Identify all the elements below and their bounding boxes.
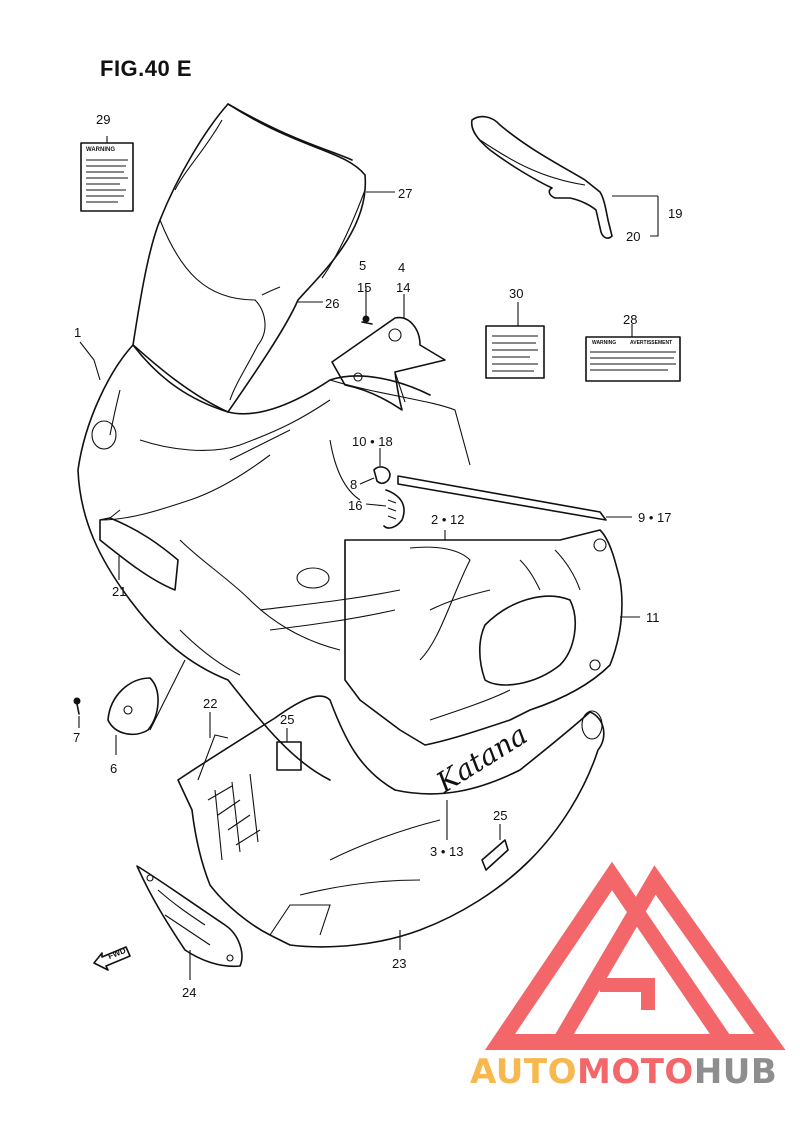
leader-lines bbox=[78, 136, 659, 980]
callout-22: 22 bbox=[203, 696, 218, 711]
callout-5: 5 bbox=[359, 258, 367, 273]
windscreen-part bbox=[132, 103, 367, 413]
clip-8-icon bbox=[373, 466, 391, 484]
callout-2-12: 2 • 12 bbox=[431, 512, 465, 527]
warning-28-text: WARNING bbox=[592, 340, 617, 346]
callout-4: 4 bbox=[398, 260, 406, 275]
callout-25-left: 25 bbox=[280, 712, 295, 727]
watermark-logo-icon bbox=[484, 861, 786, 1050]
avertissement-28-text: AVERTISSEMENT bbox=[630, 340, 673, 346]
warning-29-text: WARNING bbox=[86, 147, 115, 153]
watermark-part-3: HUB bbox=[693, 1052, 778, 1092]
callout-1: 1 bbox=[74, 325, 82, 340]
watermark-part-1: AUTO bbox=[470, 1052, 577, 1092]
lower-grille-part bbox=[136, 865, 243, 968]
inner-bracket-part bbox=[331, 316, 446, 411]
callout-21: 21 bbox=[112, 584, 127, 599]
callout-26: 26 bbox=[325, 296, 340, 311]
callout-25-right: 25 bbox=[493, 808, 508, 823]
callout-19: 19 bbox=[668, 206, 683, 221]
callout-24: 24 bbox=[182, 985, 197, 1000]
screw-7-icon bbox=[73, 697, 81, 715]
label-30-part bbox=[485, 325, 545, 379]
seal-strip-part bbox=[397, 475, 607, 521]
callout-14: 14 bbox=[396, 280, 411, 295]
watermark-text: AUTOMOTOHUB bbox=[470, 1052, 777, 1092]
callout-8: 8 bbox=[350, 477, 358, 492]
label-25b-part bbox=[481, 839, 509, 871]
callout-27: 27 bbox=[398, 186, 413, 201]
callout-28: 28 bbox=[623, 312, 638, 327]
bracket-19-part bbox=[470, 115, 613, 239]
upper-fairing-part bbox=[77, 344, 431, 781]
callout-11: 11 bbox=[646, 610, 660, 625]
callout-23: 23 bbox=[392, 956, 407, 971]
cover-disc-part bbox=[107, 677, 159, 736]
callout-16: 16 bbox=[348, 498, 363, 513]
callout-29: 29 bbox=[96, 112, 111, 127]
callout-7: 7 bbox=[73, 730, 81, 745]
callout-3-13: 3 • 13 bbox=[430, 844, 464, 859]
lower-cowl-part bbox=[177, 695, 605, 948]
callout-30: 30 bbox=[509, 286, 524, 301]
warning-label-28-part bbox=[585, 336, 681, 382]
figure-title: FIG.40 E bbox=[100, 56, 193, 81]
callout-6: 6 bbox=[110, 761, 118, 776]
watermark-part-2: MOTO bbox=[576, 1052, 694, 1092]
side-panel-11-part bbox=[344, 529, 623, 746]
callout-20: 20 bbox=[626, 229, 641, 244]
callout-10-18: 10 • 18 bbox=[352, 434, 393, 449]
screw-5-icon bbox=[361, 315, 373, 325]
callout-15: 15 bbox=[357, 280, 372, 295]
grommet-16-icon bbox=[383, 489, 405, 529]
warning-label-29-part bbox=[80, 142, 134, 212]
side-panel-part bbox=[99, 509, 179, 591]
callout-9-17: 9 • 17 bbox=[638, 510, 672, 525]
label-25a-part bbox=[276, 741, 302, 771]
fwd-arrow-icon bbox=[93, 946, 131, 971]
